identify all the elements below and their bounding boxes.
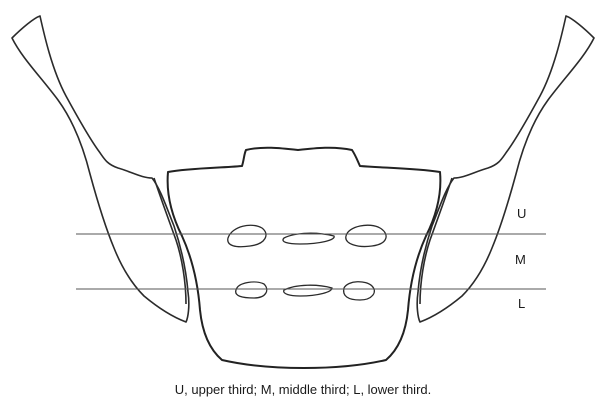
right-ilium-outline — [417, 16, 594, 322]
right-upper-foramen — [346, 225, 386, 246]
left-ilium-outline — [12, 16, 189, 322]
center-upper-foramen — [283, 233, 334, 244]
sacrum-outline — [168, 148, 441, 368]
left-lower-foramen — [236, 282, 267, 298]
left-upper-foramen — [228, 225, 266, 246]
lower-third-label: L — [518, 296, 525, 311]
right-lower-foramen — [344, 282, 375, 300]
center-lower-foramen — [284, 285, 332, 296]
left-sacroiliac-contour — [154, 178, 186, 304]
middle-third-label: M — [515, 252, 526, 267]
upper-third-label: U — [517, 206, 526, 221]
figure-caption: U, upper third; M, middle third; L, lowe… — [0, 382, 606, 397]
